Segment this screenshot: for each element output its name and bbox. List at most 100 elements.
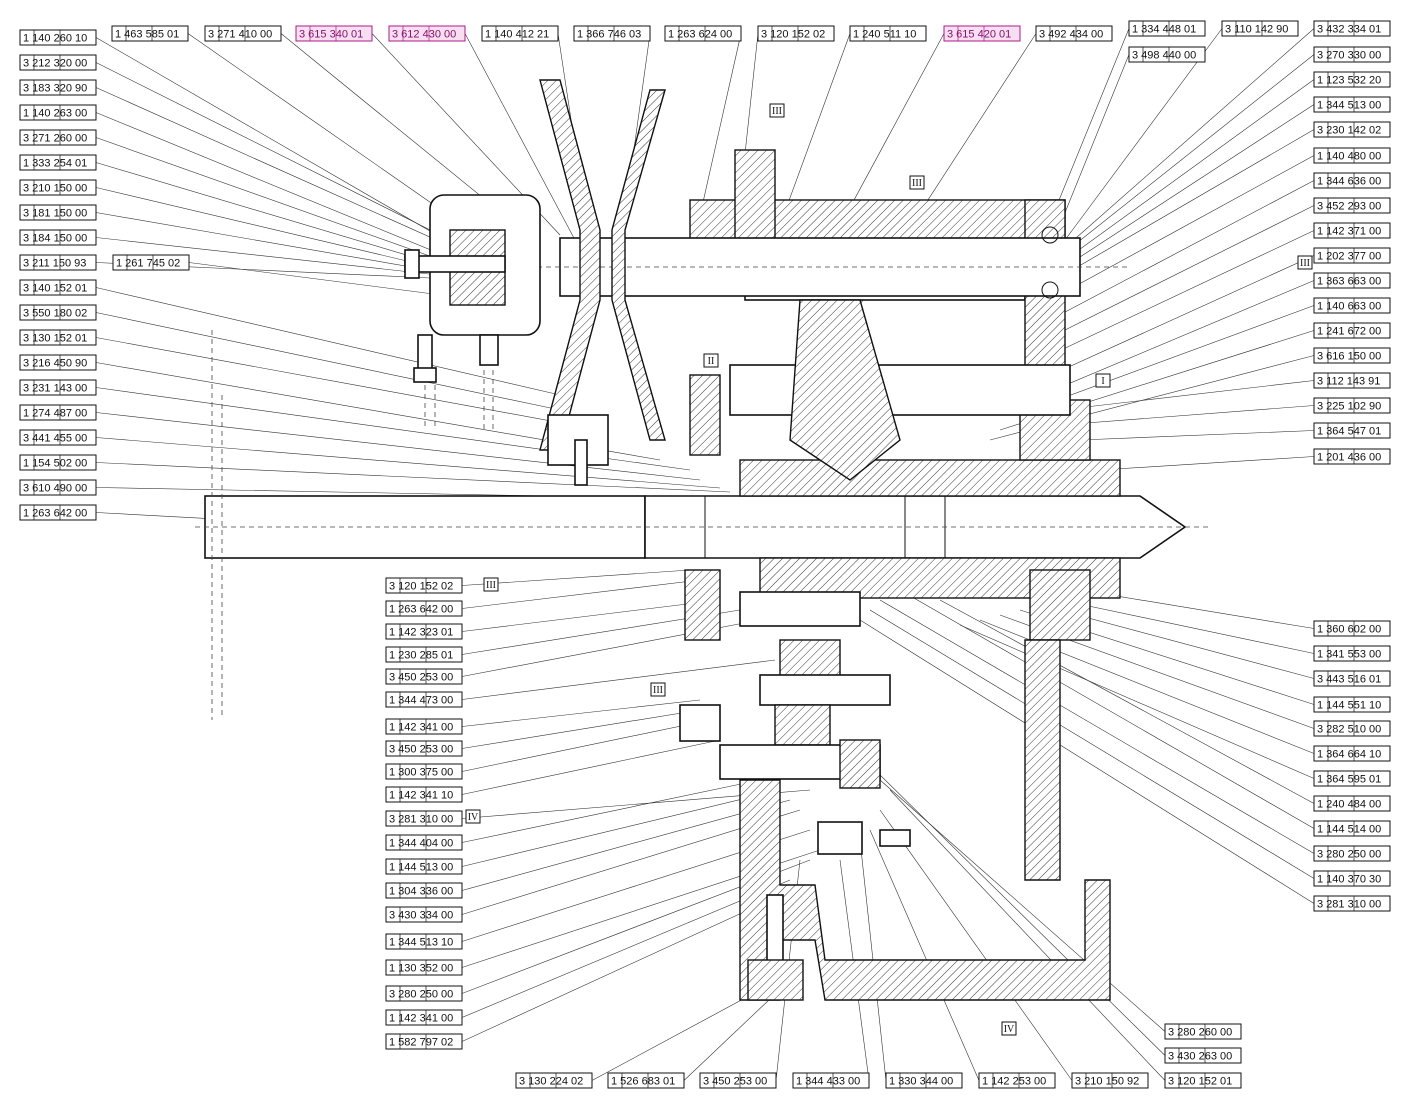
- leader-line: [939, 599, 1315, 804]
- callout-box: [385, 668, 463, 685]
- callout-label: 3 225 102 90: [1317, 401, 1381, 413]
- gearbox-left-wall: [684, 569, 721, 641]
- section-marker-box: [650, 682, 666, 697]
- part-callout: 1 142 341 00: [385, 1009, 463, 1026]
- part-callout: 3 281 310 00: [385, 810, 463, 827]
- leader-line: [869, 609, 1315, 879]
- section-marker-label: III: [772, 106, 782, 117]
- callout-label: 1 366 746 03: [577, 29, 641, 41]
- callout-label: 1 344 473 00: [389, 695, 453, 707]
- callout-label: 3 616 150 00: [1317, 351, 1381, 363]
- housing-upper: [739, 459, 1121, 497]
- leader-line: [1064, 28, 1223, 241]
- callout-box: [19, 129, 97, 146]
- callout-box: [943, 25, 1021, 42]
- leader-line: [1044, 205, 1315, 341]
- part-callout: 1 142 341 10: [385, 786, 463, 803]
- part-callout: 1 202 377 00: [1313, 247, 1391, 264]
- leader-line: [1059, 405, 1315, 426]
- callout-box: [19, 404, 97, 421]
- bolt-lower: [574, 439, 588, 486]
- leader-line: [899, 589, 1315, 829]
- callout-label: 1 263 642 00: [389, 604, 453, 616]
- gear-pair-3: [839, 739, 881, 789]
- leader-line: [1039, 230, 1315, 361]
- callout-box: [385, 740, 463, 757]
- callout-label: 3 216 450 90: [23, 358, 87, 370]
- part-callout: 1 274 487 00: [19, 404, 97, 421]
- leader-line: [874, 769, 1166, 1056]
- callout-label: 1 140 263 00: [23, 108, 87, 120]
- callout-label: 3 130 224 02: [519, 1076, 583, 1088]
- leader-line: [1054, 28, 1130, 211]
- leader-line: [95, 462, 731, 493]
- callout-box: [885, 1072, 963, 1089]
- part-callout: 3 281 310 00: [1313, 895, 1391, 912]
- part-callout: 3 130 224 02: [515, 1072, 593, 1089]
- callout-label: 1 140 260 10: [23, 33, 87, 45]
- callout-label: 1 344 636 00: [1317, 176, 1381, 188]
- callout-box: [1128, 20, 1206, 37]
- callout-label: 1 304 336 00: [389, 886, 453, 898]
- callout-label: 1 341 553 00: [1317, 649, 1381, 661]
- section-marker-box: [1297, 255, 1313, 270]
- part-callout: 3 120 152 02: [385, 577, 463, 594]
- callout-label: 1 230 285 01: [389, 650, 453, 662]
- leader-line: [461, 579, 701, 609]
- leader-line: [461, 569, 691, 586]
- part-callout: 1 140 260 10: [19, 29, 97, 46]
- leader-line: [1064, 79, 1315, 261]
- part-callout: 1 344 433 00: [792, 1072, 870, 1089]
- callout-label: 3 430 263 00: [1168, 1051, 1232, 1063]
- callout-label: 1 154 502 00: [23, 458, 87, 470]
- part-callout: 3 612 430 00: [388, 25, 466, 42]
- part-callout: 3 498 440 00: [1128, 46, 1206, 63]
- callout-box: [1313, 71, 1391, 88]
- leader-line: [461, 709, 701, 749]
- gear-web: [789, 299, 901, 481]
- callout-box: [385, 810, 463, 827]
- callout-box: [1313, 247, 1391, 264]
- section-marker-label: III: [912, 178, 922, 189]
- callout-label: 1 240 511 10: [853, 29, 916, 41]
- small-bolt: [879, 829, 911, 847]
- callout-label: 1 140 480 00: [1317, 151, 1381, 163]
- gear-shaft-2: [759, 674, 891, 706]
- callout-label: 1 142 253 00: [982, 1076, 1046, 1088]
- callout-box: [1221, 20, 1299, 37]
- callout-box: [1128, 46, 1206, 63]
- callout-label: 3 498 440 00: [1132, 50, 1196, 62]
- callout-label: 1 263 624 00: [668, 29, 732, 41]
- callout-box: [19, 54, 97, 71]
- callout-label: 1 142 341 00: [389, 722, 453, 734]
- leader-line: [95, 287, 561, 396]
- callout-box: [19, 229, 97, 246]
- part-callout: 3 225 102 90: [1313, 397, 1391, 414]
- part-callout: 1 240 484 00: [1313, 795, 1391, 812]
- callout-box: [1313, 46, 1391, 63]
- callout-box: [388, 25, 466, 42]
- callout-label: 3 281 310 00: [389, 814, 453, 826]
- part-callout: 1 140 412 21: [481, 25, 559, 42]
- section-marker-label: IV: [468, 812, 479, 823]
- leader-line: [461, 799, 791, 891]
- callout-label: 3 183 320 90: [23, 83, 87, 95]
- callout-label: 1 344 433 00: [796, 1076, 860, 1088]
- gear-shaft-3: [679, 704, 721, 742]
- leader-line: [95, 87, 471, 256]
- callout-box: [19, 379, 97, 396]
- part-callout: 3 615 420 01: [943, 25, 1021, 42]
- callout-box: [757, 25, 835, 42]
- section-marker-box: [465, 809, 481, 824]
- part-callout: 3 450 253 00: [385, 740, 463, 757]
- callout-box: [385, 906, 463, 923]
- leader-line: [95, 237, 439, 276]
- part-callout: 1 363 663 00: [1313, 272, 1391, 289]
- part-callout: 1 344 404 00: [385, 834, 463, 851]
- callout-box: [1313, 297, 1391, 314]
- callout-box: [1313, 322, 1391, 339]
- part-callout: 1 344 513 10: [385, 933, 463, 950]
- callout-label: 3 432 334 01: [1317, 24, 1381, 36]
- callout-box: [1313, 448, 1391, 465]
- callout-box: [1313, 397, 1391, 414]
